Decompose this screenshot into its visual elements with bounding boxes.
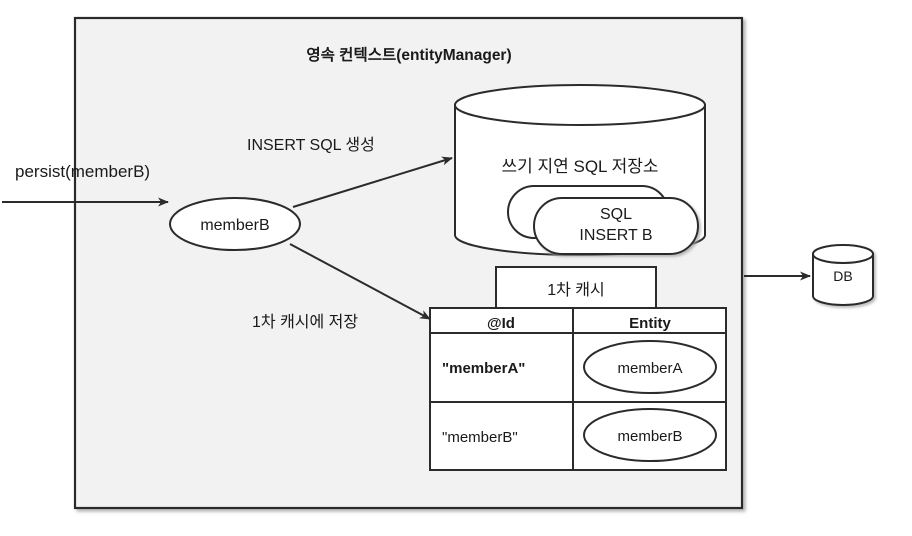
db-label: DB [833, 268, 852, 284]
first-cache-row1-entity: memberB [617, 428, 682, 445]
sql-card-front-line2: INSERT B [579, 227, 652, 244]
first-cache-row1-id: "memberB" [442, 429, 518, 446]
first-cache-tab-label: 1차 캐시 [547, 281, 605, 299]
edge-first-cache [289, 243, 431, 320]
first-cache-row0-entity-ellipse [583, 340, 717, 394]
sql-store-title: 쓰기 지연 SQL 저장소 [501, 157, 658, 176]
edge-insert-sql [292, 156, 453, 208]
table-row: "memberB" memberB [442, 408, 717, 462]
first-cache-row1-entity-ellipse [583, 408, 717, 462]
edge-insert-sql-label: INSERT SQL 생성 [247, 136, 375, 154]
sql-card-front-line1: SQL [600, 206, 632, 223]
edge-first-cache-label: 1차 캐시에 저장 [252, 313, 358, 331]
sql-card-front [533, 197, 699, 255]
first-cache-row0-entity: memberA [617, 360, 682, 377]
table-row: "memberA" memberA [442, 340, 717, 394]
persist-label: persist(memberB) [15, 162, 150, 181]
first-cache-col-id: @Id [487, 315, 515, 332]
persistence-context-title: 영속 컨텍스트(entityManager) [306, 46, 511, 64]
entity-node-memberB [169, 197, 301, 251]
db-cylinder [812, 244, 874, 306]
first-cache-row0-id: "memberA" [442, 360, 525, 377]
first-cache-col-entity: Entity [629, 315, 671, 332]
entity-node-label: memberB [200, 217, 269, 234]
